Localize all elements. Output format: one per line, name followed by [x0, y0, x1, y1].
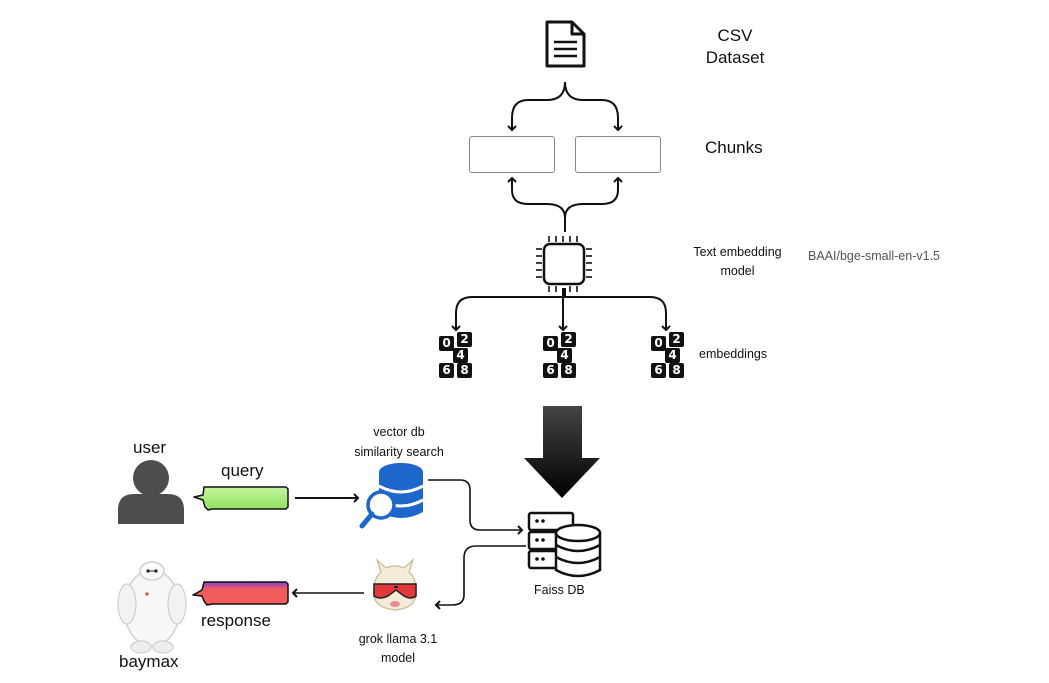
embedding-digit: 4	[453, 348, 468, 363]
model-to-chunks-arrows	[507, 176, 623, 232]
embedding-digit: 4	[665, 348, 680, 363]
embedding-digit: 2	[561, 332, 576, 347]
user-icon	[118, 460, 184, 524]
csv-label-line2: Dataset	[705, 48, 765, 67]
faiss-to-llm-arrow	[434, 545, 526, 610]
embedding-digit: 6	[439, 363, 454, 378]
embedding-model-label: Text embedding model	[680, 243, 795, 281]
llm-label: grok llama 3.1 model	[338, 630, 458, 668]
embedding-digit: 0	[439, 336, 454, 351]
server-database-icon	[527, 511, 602, 578]
embedding-model-name: BAAI/bge-small-en-v1.5	[808, 249, 941, 263]
embedding-vector-1: 0 2 4 6 8	[439, 332, 479, 378]
embedding-digit: 0	[543, 336, 558, 351]
csv-to-chunks-arrows	[507, 81, 623, 132]
embedding-vector-2: 0 2 4 6 8	[543, 332, 583, 378]
embedding-digit: 6	[543, 363, 558, 378]
chunk-box-left	[469, 136, 555, 173]
vectordb-to-faiss-arrow	[428, 479, 524, 535]
query-label: query	[221, 461, 264, 480]
vector-db-label-line2: similarity search	[354, 445, 444, 459]
csv-label: CSV Dataset	[690, 25, 780, 69]
embedding-vector-3: 0 2 4 6 8	[651, 332, 691, 378]
model-to-embeddings-arrows	[451, 288, 671, 332]
vector-db-label-line1: vector db	[373, 425, 425, 439]
embedding-digit: 8	[457, 363, 472, 378]
csv-label-line1: CSV	[717, 26, 753, 45]
llama-icon	[373, 558, 417, 611]
query-bubble	[193, 486, 289, 511]
chip-icon	[536, 236, 592, 292]
embeddings-label: embeddings	[699, 347, 768, 361]
response-bubble	[192, 581, 289, 606]
llm-label-line1: grok llama 3.1	[358, 632, 438, 646]
embedding-digit: 0	[651, 336, 666, 351]
embedding-digit: 2	[669, 332, 684, 347]
database-search-icon	[359, 463, 424, 529]
chunk-box-right	[575, 136, 661, 173]
robot-icon	[117, 561, 187, 654]
document-icon	[545, 20, 586, 68]
embedding-digit: 6	[651, 363, 666, 378]
embedding-digit: 8	[669, 363, 684, 378]
vector-db-label: vector db similarity search	[340, 422, 458, 462]
response-label: response	[201, 611, 271, 630]
chunks-label: Chunks	[705, 138, 763, 157]
embedding-digit: 4	[557, 348, 572, 363]
embedding-digit: 2	[457, 332, 472, 347]
baymax-label: baymax	[119, 652, 179, 671]
embedding-model-label-line1: Text embedding	[693, 245, 782, 259]
big-down-arrow	[524, 406, 600, 498]
embedding-model-label-line2: model	[720, 264, 755, 278]
user-label: user	[133, 438, 167, 457]
llm-label-line2: model	[380, 651, 416, 665]
faiss-db-label: Faiss DB	[534, 583, 585, 597]
embedding-digit: 8	[561, 363, 576, 378]
